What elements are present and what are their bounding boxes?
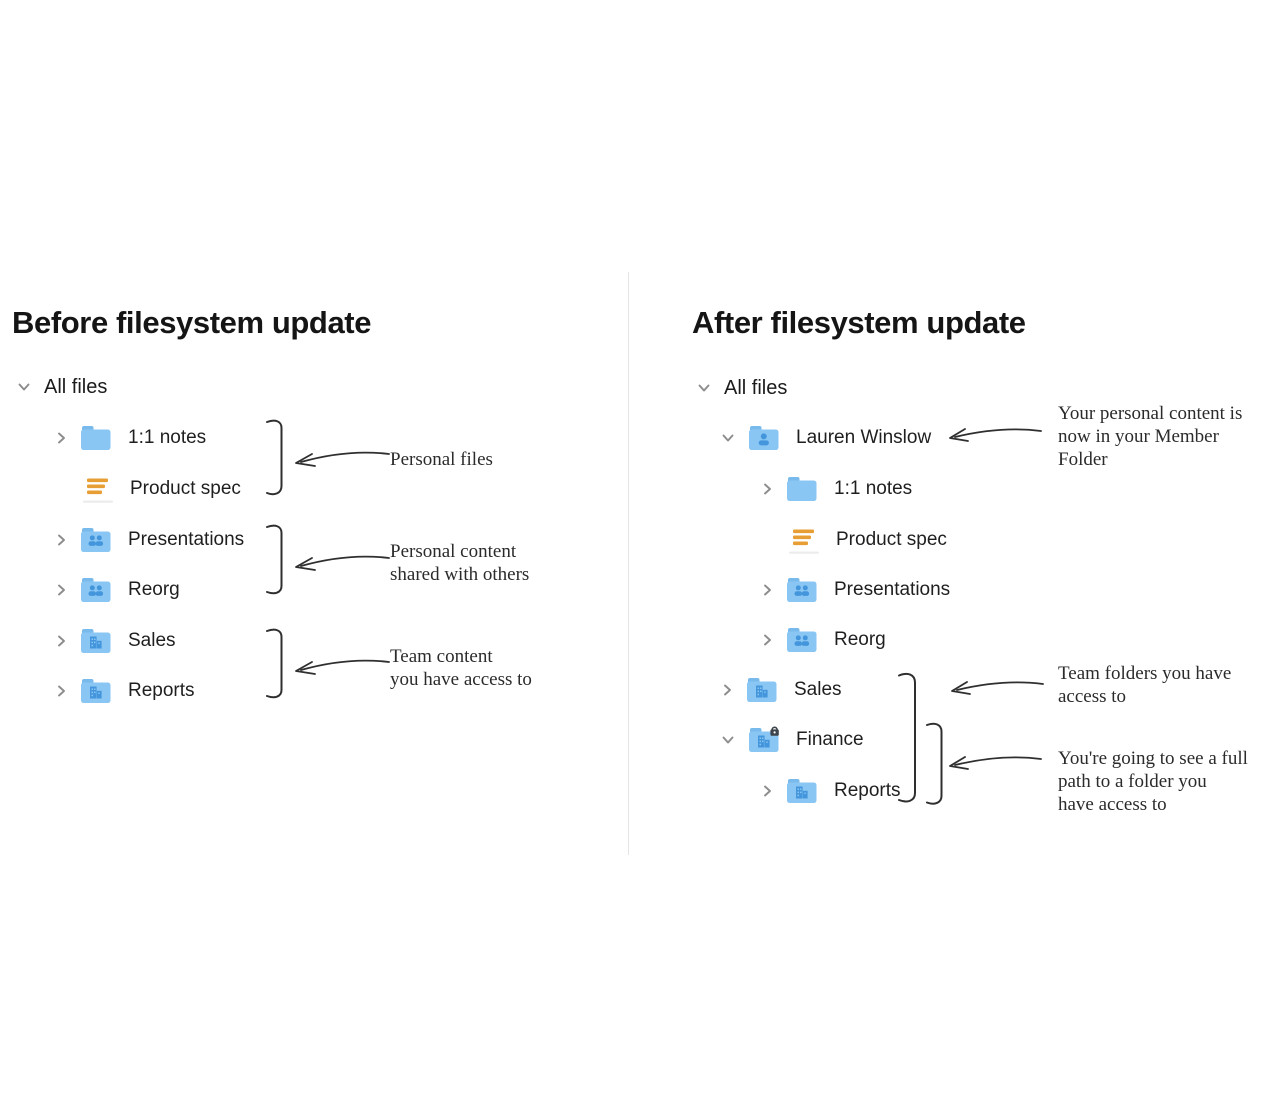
- tree-item-label: Finance: [796, 729, 864, 750]
- shared-folder-icon: [80, 576, 112, 604]
- bracket-personal-files: [266, 419, 283, 496]
- bracket-full-path: [926, 722, 943, 805]
- annotation-line: Team content: [390, 646, 493, 667]
- paper-doc-icon: [788, 525, 820, 555]
- tree-item-label: 1:1 notes: [128, 427, 207, 448]
- after-title: After filesystem update: [692, 304, 1026, 340]
- chevron-right-icon[interactable]: [54, 684, 68, 698]
- before-title: Before filesystem update: [12, 304, 372, 340]
- chevron-right-icon[interactable]: [54, 533, 68, 547]
- team-folder-icon: [746, 676, 778, 704]
- annotation-member-folder: Your personal content is now in your Mem…: [1058, 402, 1242, 471]
- chevron-right-icon[interactable]: [54, 431, 68, 445]
- chevron-down-icon[interactable]: [720, 430, 736, 446]
- shared-folder-icon: [786, 626, 818, 654]
- tree-item-label: Sales: [794, 679, 842, 700]
- annotation-line: shared with others: [390, 564, 530, 585]
- arrow-full-path: [949, 756, 1042, 770]
- tree-root-all-files-before[interactable]: All files: [16, 370, 107, 404]
- tree-row-product-spec[interactable]: Product spec: [82, 472, 241, 506]
- chevron-right-icon[interactable]: [720, 683, 734, 697]
- shared-folder-icon: [80, 526, 112, 554]
- tree-row-reports[interactable]: Reports: [54, 674, 195, 708]
- bracket-shared-content: [266, 524, 283, 595]
- annotation-line: now in your Member: [1058, 426, 1219, 447]
- tree-item-label: Product spec: [836, 529, 947, 550]
- chevron-right-icon[interactable]: [54, 634, 68, 648]
- arrow-team-content: [295, 659, 390, 675]
- tree-row-1-1-notes[interactable]: 1:1 notes: [54, 421, 206, 455]
- bracket-team-content: [266, 628, 283, 699]
- annotation-line: Team folders you have: [1058, 663, 1232, 684]
- tree-root-label: All files: [724, 376, 788, 399]
- arrow-team-folders: [951, 681, 1044, 695]
- shared-folder-icon: [786, 576, 818, 604]
- tree-item-label: 1:1 notes: [834, 478, 913, 499]
- tree-row-sales[interactable]: Sales: [720, 673, 842, 707]
- arrow-shared-content: [295, 555, 390, 571]
- team-folder-icon: [80, 677, 112, 705]
- annotation-personal-files: Personal files: [390, 448, 493, 471]
- chevron-down-icon[interactable]: [16, 379, 32, 395]
- annotation-team-content: Team content you have access to: [390, 645, 532, 691]
- chevron-right-icon[interactable]: [760, 784, 774, 798]
- annotation-line: have access to: [1058, 794, 1167, 815]
- annotation-line: you have access to: [390, 669, 532, 690]
- annotation-line: Personal files: [390, 449, 493, 470]
- tree-root-label: All files: [44, 375, 108, 398]
- tree-item-label: Reorg: [834, 629, 886, 650]
- chevron-right-icon[interactable]: [54, 583, 68, 597]
- column-divider: [628, 272, 629, 855]
- folder-icon: [786, 475, 818, 503]
- annotation-line: Folder: [1058, 449, 1108, 470]
- annotation-line: access to: [1058, 686, 1127, 707]
- paper-doc-icon: [82, 474, 114, 504]
- chevron-down-icon[interactable]: [696, 380, 712, 396]
- annotation-shared-content: Personal content shared with others: [390, 540, 529, 586]
- tree-item-label: Presentations: [834, 579, 951, 600]
- tree-item-label: Presentations: [128, 529, 245, 550]
- annotation-team-folders: Team folders you have access to: [1058, 662, 1231, 708]
- locked-team-folder-icon: [748, 726, 780, 754]
- tree-row-product-spec[interactable]: Product spec: [788, 523, 947, 557]
- tree-item-label: Reports: [834, 780, 901, 801]
- annotation-line: path to a folder you: [1058, 771, 1207, 792]
- tree-row-lauren-winslow[interactable]: Lauren Winslow: [720, 421, 931, 455]
- arrow-personal-files: [295, 451, 390, 467]
- folder-icon: [80, 424, 112, 452]
- chevron-right-icon[interactable]: [760, 482, 774, 496]
- team-folder-icon: [786, 777, 818, 805]
- tree-item-label: Reports: [128, 680, 195, 701]
- tree-row-presentations[interactable]: Presentations: [760, 573, 950, 607]
- tree-row-presentations[interactable]: Presentations: [54, 523, 244, 557]
- tree-row-reports[interactable]: Reports: [760, 774, 901, 808]
- annotation-line: Personal content: [390, 541, 517, 562]
- annotation-full-path: You're going to see a full path to a fol…: [1058, 747, 1248, 816]
- team-folder-icon: [80, 627, 112, 655]
- member-folder-icon: [748, 424, 780, 452]
- chevron-right-icon[interactable]: [760, 583, 774, 597]
- tree-item-label: Lauren Winslow: [796, 427, 932, 448]
- chevron-down-icon[interactable]: [720, 732, 736, 748]
- tree-row-finance[interactable]: Finance: [720, 723, 864, 757]
- arrow-member-folder: [949, 428, 1042, 442]
- tree-root-all-files-after[interactable]: All files: [696, 371, 787, 405]
- tree-row-sales[interactable]: Sales: [54, 624, 176, 658]
- annotation-line: You're going to see a full: [1058, 748, 1248, 769]
- tree-row-reorg[interactable]: Reorg: [760, 623, 886, 657]
- tree-row-reorg[interactable]: Reorg: [54, 573, 180, 607]
- chevron-right-icon[interactable]: [760, 633, 774, 647]
- tree-item-label: Reorg: [128, 579, 180, 600]
- tree-row-1-1-notes[interactable]: 1:1 notes: [760, 472, 912, 506]
- annotation-line: Your personal content is: [1058, 403, 1243, 424]
- tree-item-label: Product spec: [130, 478, 241, 499]
- tree-item-label: Sales: [128, 630, 176, 651]
